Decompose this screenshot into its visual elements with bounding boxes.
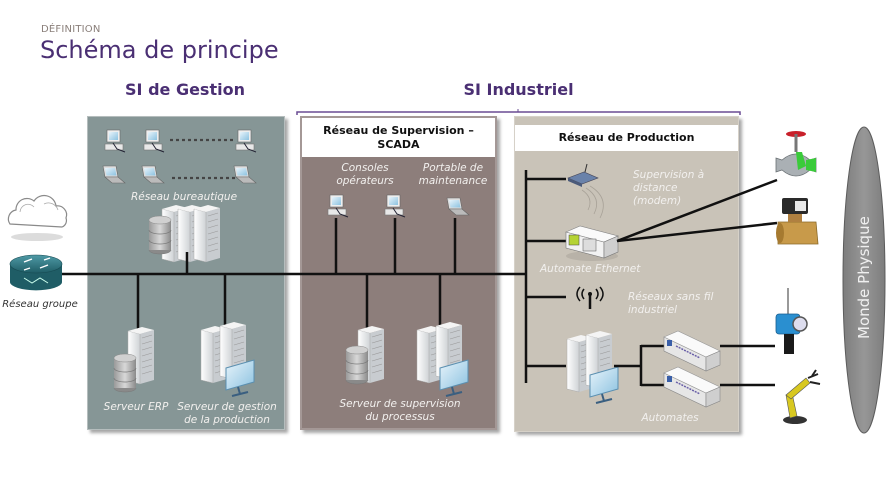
erp-server-label: Serveur ERP [103, 401, 169, 413]
si-gestion-title: SI de Gestion [125, 80, 245, 99]
scada-header: Réseau de Supervision – SCADA [302, 118, 495, 157]
wireless-line2: industriel [628, 304, 678, 316]
wireless-antenna-icon [576, 286, 604, 309]
plc-automate-icon [663, 330, 721, 372]
ethernet-plc-label: Automate Ethernet [540, 263, 641, 275]
solenoid-valve-icon [776, 198, 819, 245]
scada-header-line2: SCADA [377, 138, 420, 151]
supervision-server-line1: Serveur de supervision [339, 398, 461, 410]
modem-line2: distance [633, 182, 678, 194]
physical-world-label: Monde Physique [855, 216, 873, 339]
laptop-line2: maintenance [418, 175, 488, 187]
scada-header-line1: Réseau de Supervision – [323, 124, 474, 137]
page-title: Schéma de principe [40, 36, 279, 64]
si-industriel-bracket [296, 111, 741, 115]
si-industriel-title: SI Industriel [463, 80, 574, 99]
prod-mgmt-label-line1: Serveur de gestion [177, 401, 277, 413]
maintenance-laptop-label: Portable de maintenance [408, 162, 498, 188]
modem-line1: Supervision à [633, 169, 705, 181]
desktop-pc-icon [235, 129, 257, 153]
server-icon [193, 204, 221, 263]
group-network-label: Réseau groupe [2, 299, 78, 310]
laptop-line1: Portable de [422, 162, 484, 174]
valve-icon [775, 131, 817, 177]
production-header: Réseau de Production [515, 125, 738, 151]
automates-label: Automates [641, 412, 699, 424]
consoles-line1: Consoles [341, 162, 389, 174]
router-icon [9, 254, 63, 291]
ethernet-plc-icon [565, 225, 619, 261]
operator-console-icon [327, 194, 349, 218]
robot-arm-icon [783, 369, 821, 424]
remote-supervision-label: Supervision à distance (modem) [633, 169, 723, 208]
wireless-network-label: Réseaux sans fil industriel [628, 291, 728, 317]
level-sensor-icon [775, 288, 808, 354]
laptop-icon [102, 165, 126, 184]
plc-automate-icon [663, 366, 721, 408]
modem-icon [567, 163, 604, 219]
desktop-pc-icon [143, 129, 165, 153]
cloud-icon [7, 194, 68, 241]
supervision-server-label: Serveur de supervision du processus [320, 398, 480, 424]
physical-world-ellipse [842, 126, 886, 434]
modem-line3: (modem) [633, 195, 682, 207]
laptop-icon [233, 165, 257, 184]
supervision-server-line2: du processus [365, 411, 435, 423]
wireless-line1: Réseaux sans fil [628, 291, 714, 303]
office-network-label: Réseau bureautique [130, 191, 238, 203]
consoles-line2: opérateurs [336, 175, 394, 187]
prod-mgmt-label-line2: de la production [184, 414, 270, 426]
database-icon [148, 215, 172, 255]
maintenance-laptop-icon [446, 197, 470, 216]
erp-database-icon [113, 353, 137, 393]
prod-mgmt-server-label: Serveur de gestion de la production [172, 401, 282, 427]
section-kicker: DÉFINITION [41, 24, 101, 35]
operator-consoles-label: Consoles opérateurs [320, 162, 410, 188]
scada-database-icon [345, 345, 369, 385]
desktop-pc-icon [104, 129, 126, 153]
operator-console-icon [384, 194, 406, 218]
laptop-icon [141, 165, 165, 184]
